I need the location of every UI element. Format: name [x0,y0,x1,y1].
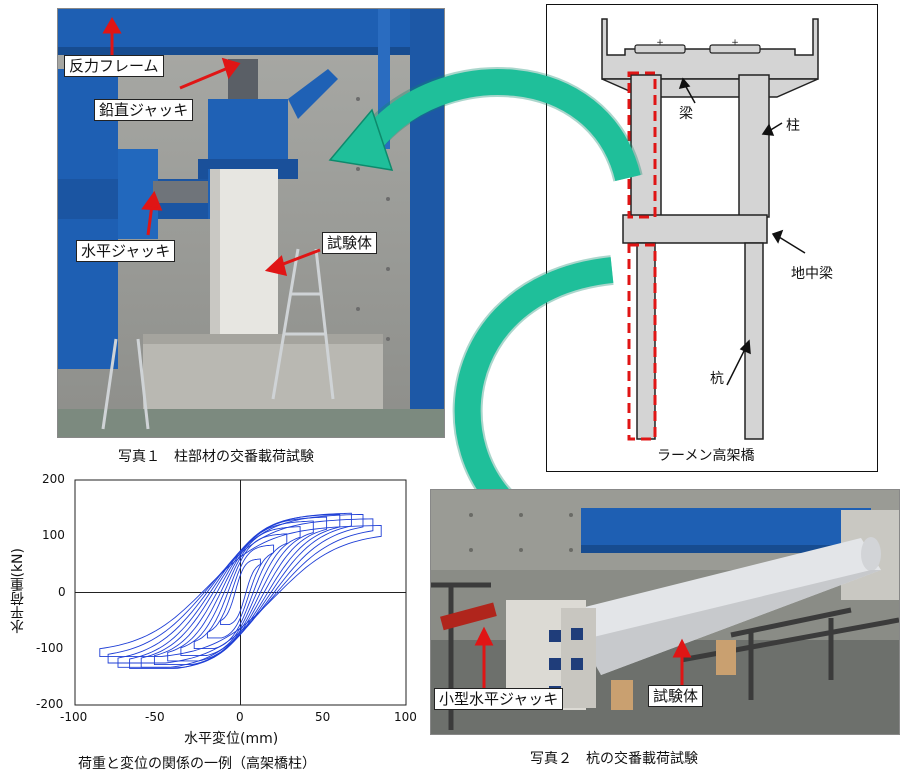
hysteresis-loops [99,512,382,669]
hysteresis-plot [74,479,407,706]
pile-right [744,242,764,440]
svg-text:+: + [731,38,739,48]
viaduct-diagram: + + [601,18,819,441]
y-tick-100: 100 [42,528,65,542]
rail-left [634,44,686,54]
y-tick-minus100: -100 [36,641,64,655]
hysteresis-loop-5 [167,520,314,662]
hysteresis-loop-9 [117,513,364,668]
y-axis-label: 水平荷重(kN) [10,548,26,634]
ground-beam [622,214,768,244]
x-tick-minus50: -50 [145,710,165,724]
label-ground-beam: 地中梁 [791,266,833,282]
y-tick-200: 200 [42,472,65,486]
hysteresis-loop-1 [220,558,261,626]
photo2-caption: 写真２ 杭の交番載荷試験 [530,751,698,767]
label-beam: 梁 [679,106,693,122]
label-small-jack: 小型水平ジャッキ [434,688,564,710]
y-tick-minus200: -200 [36,697,64,711]
label-specimen-2: 試験体 [648,685,704,707]
label-column: 柱 [786,118,800,134]
x-tick-0: 0 [236,710,244,724]
x-tick-minus100: -100 [60,710,88,724]
x-tick-50: 50 [315,710,331,724]
hysteresis-loop-10 [107,518,374,664]
rail-right [709,44,761,54]
photo1-caption: 写真１ 柱部材の交番載荷試験 [118,449,314,465]
x-axis-label: 水平変位(mm) [184,731,279,747]
label-vertical-jack: 鉛直ジャッキ [94,99,194,121]
diagram-caption: ラーメン高架橋 [657,448,755,464]
hysteresis-chart: 200 100 0 -100 -200 -100 -50 0 50 100 水平… [0,470,430,783]
column-test-region [627,71,657,219]
label-horizontal-jack: 水平ジャッキ [76,240,176,262]
svg-text:+: + [656,38,664,48]
hysteresis-loop-11 [99,525,382,658]
y-tick-0: 0 [58,585,66,599]
label-specimen-1: 試験体 [322,232,378,254]
column-right [738,74,770,218]
label-reaction-frame: 反力フレーム [64,55,164,77]
pile-test-region [627,243,657,441]
pile-left [636,242,656,440]
chart-caption: 荷重と変位の関係の一例（高架橋柱） [78,756,316,772]
viaduct-diagram-panel: + + 梁 柱 地中梁 杭 ラーメン高架橋 [546,4,878,472]
label-pile: 杭 [710,371,724,387]
x-tick-100: 100 [394,710,417,724]
